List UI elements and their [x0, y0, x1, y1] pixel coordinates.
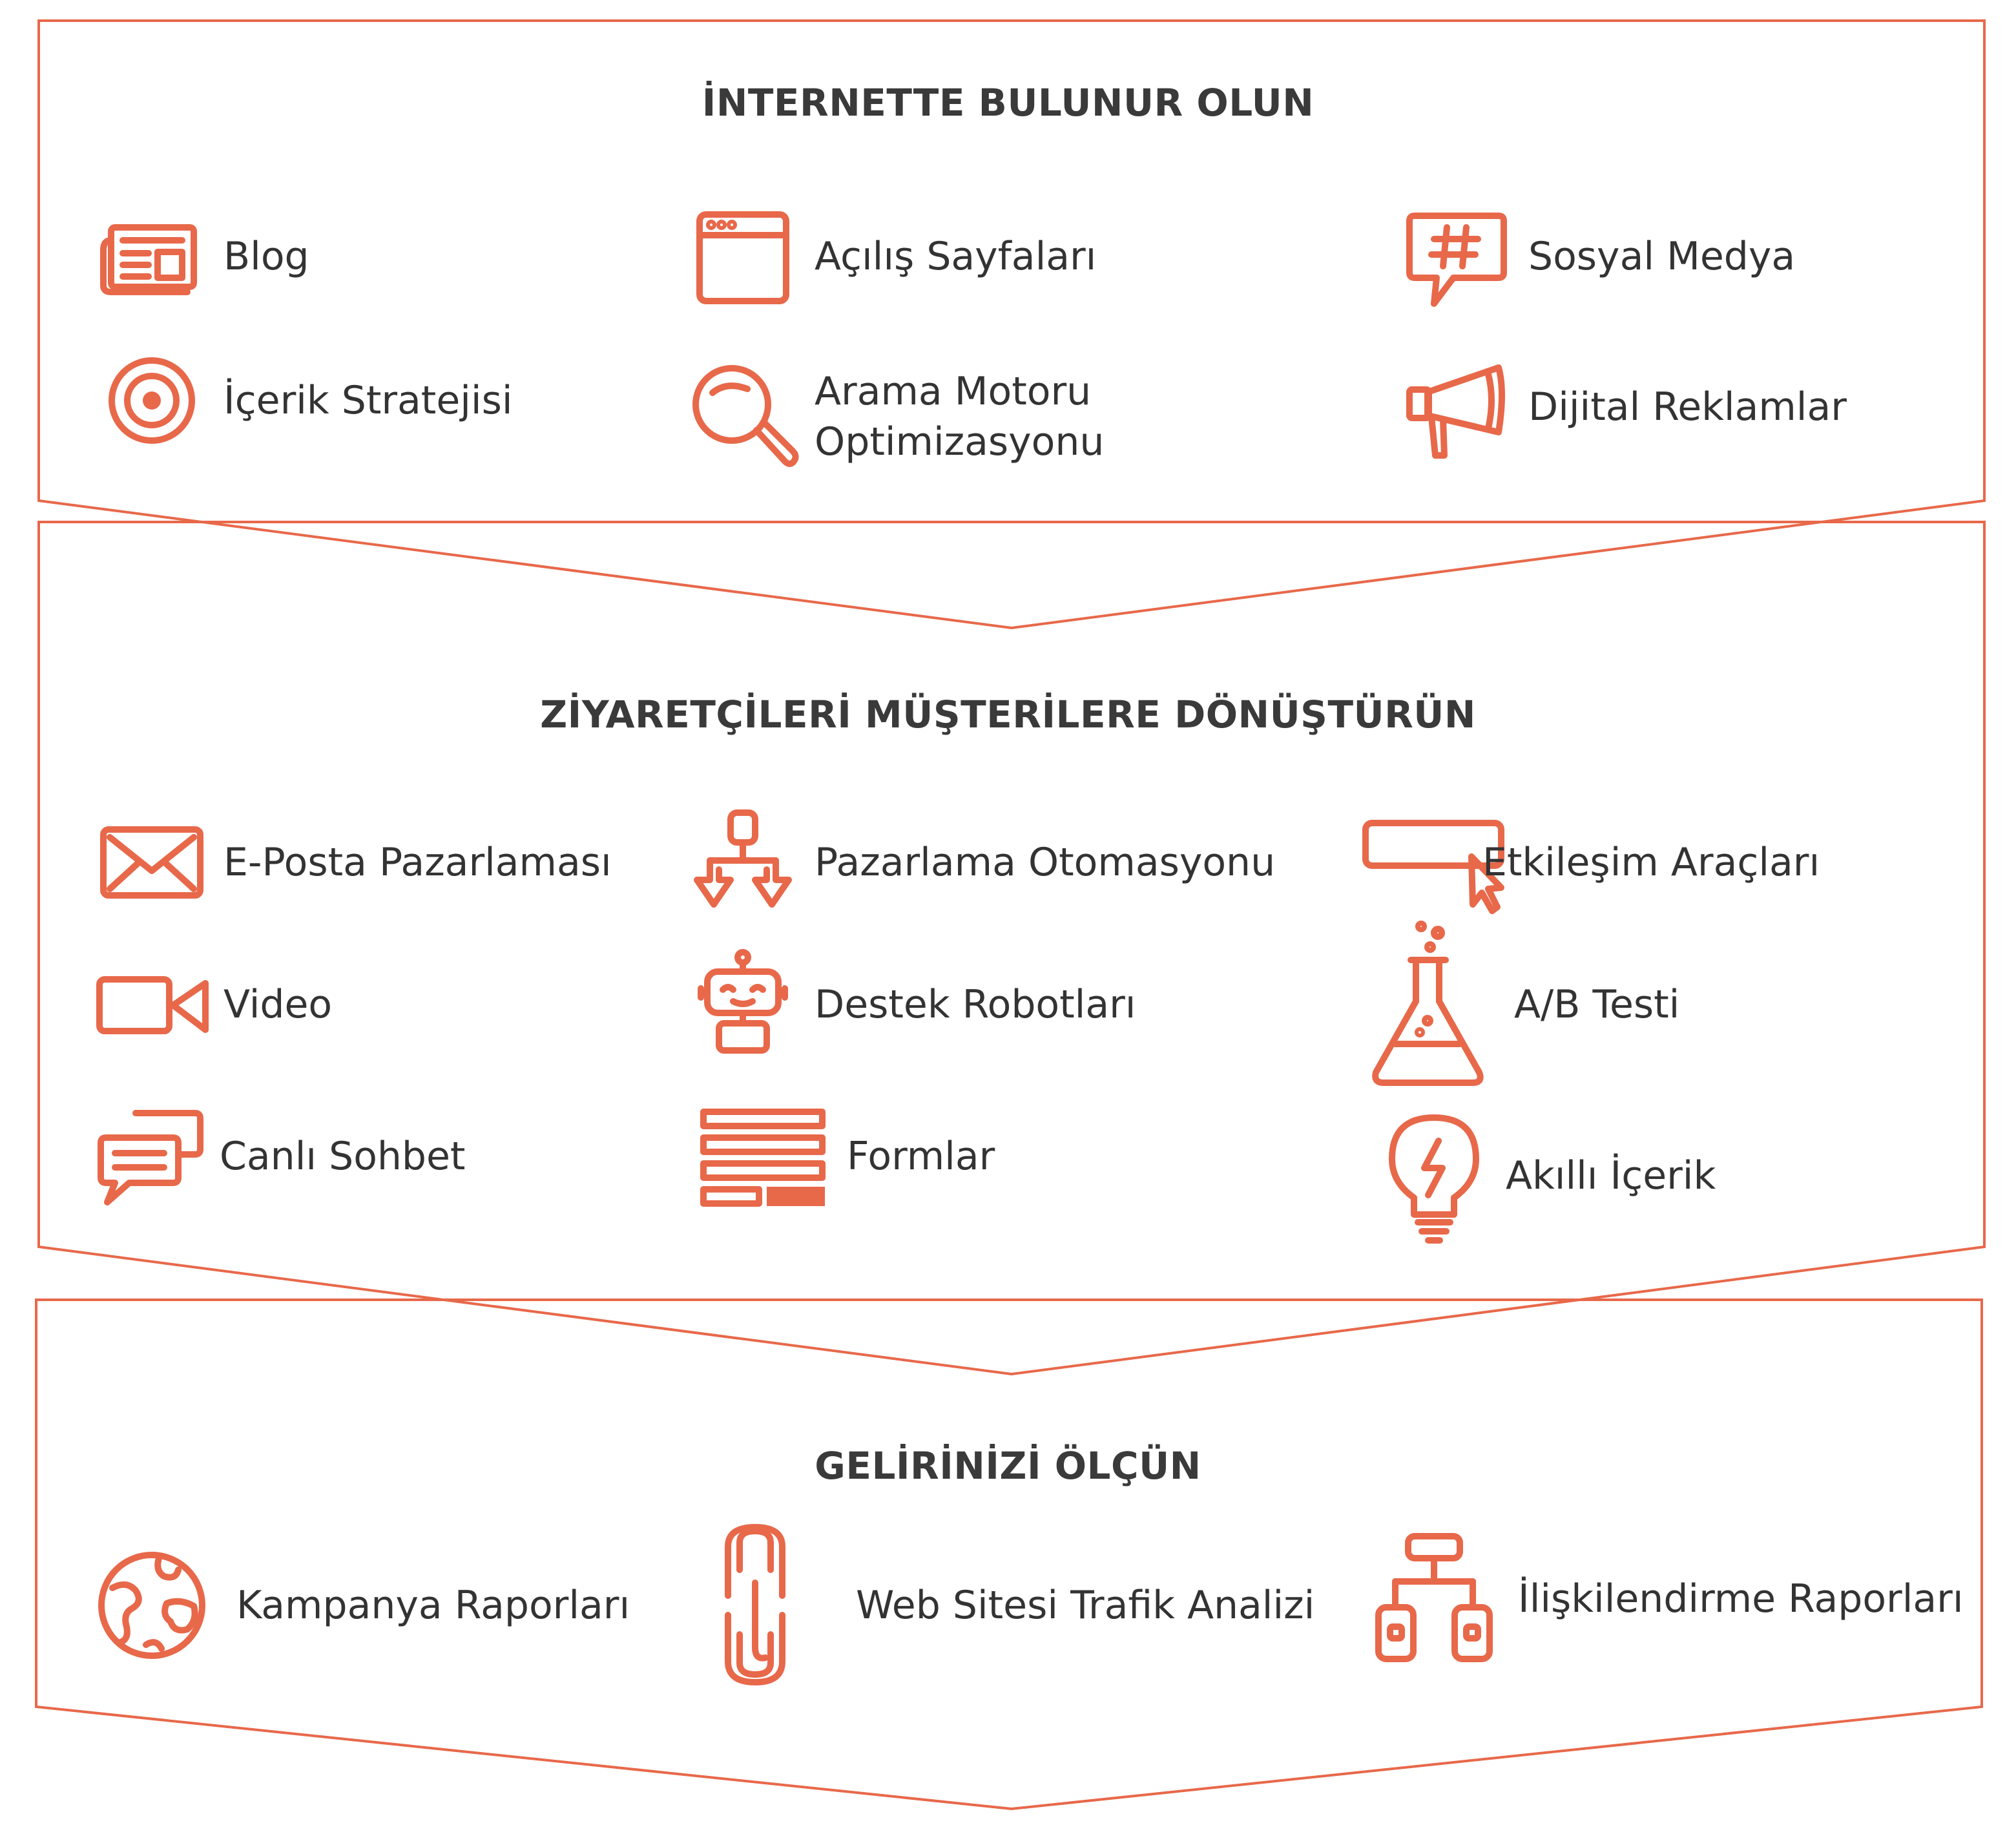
- item-label: Dijital Reklamlar: [1528, 384, 1847, 430]
- hashtag-speech-bubble-icon: [1402, 202, 1512, 311]
- globe-icon: [97, 1550, 207, 1660]
- item-label-multiline: Arama Motoru Optimizasyonu: [815, 366, 1104, 467]
- item-seo: Arama Motoru Optimizasyonu: [688, 362, 1104, 472]
- item-label: Açılış Sayfaları: [815, 234, 1097, 279]
- section-2-title: ZİYARETÇİLERİ MÜŞTERİLERE DÖNÜŞTÜRÜN: [540, 693, 1476, 736]
- item-live-chat: Canlı Sohbet: [97, 1101, 465, 1211]
- item-label: Destek Robotları: [815, 982, 1136, 1027]
- item-engagement-tools: Etkileşim Araçları: [1362, 808, 1820, 917]
- item-label: Pazarlama Otomasyonu: [815, 840, 1276, 885]
- item-web-traffic-analysis: Web Sitesi Trafik Analizi: [714, 1524, 1315, 1686]
- item-content-strategy: İçerik Stratejisi: [97, 346, 513, 455]
- newspaper-icon: [97, 202, 207, 311]
- item-label: Kampanya Raporları: [236, 1583, 630, 1628]
- item-blog: Blog: [97, 202, 309, 311]
- target-icon: [97, 346, 207, 455]
- item-social-media: Sosyal Medya: [1402, 202, 1795, 311]
- item-landing-pages: Açılış Sayfaları: [688, 202, 1096, 311]
- flask-icon: [1369, 917, 1484, 1092]
- section-1-frame: [37, 19, 1986, 630]
- workflow-arrows-icon: [688, 808, 798, 917]
- attribution-tree-icon: [1375, 1531, 1493, 1667]
- lightbulb-icon: [1379, 1105, 1489, 1247]
- item-marketing-automation: Pazarlama Otomasyonu: [688, 808, 1275, 917]
- item-label: E-Posta Pazarlaması: [223, 840, 612, 885]
- item-email-marketing: E-Posta Pazarlaması: [97, 808, 612, 917]
- item-attribution-reports: İlişkilendirme Raporları: [1375, 1531, 1964, 1667]
- form-lines-icon: [694, 1101, 826, 1211]
- magnifying-glass-icon: [688, 362, 799, 472]
- item-label: Video: [223, 982, 333, 1027]
- item-smart-content: Akıllı İçerik: [1379, 1105, 1716, 1247]
- chat-bubbles-icon: [97, 1101, 207, 1211]
- megaphone-icon: [1402, 352, 1512, 462]
- video-camera-icon: [96, 950, 209, 1059]
- item-campaign-reports: Kampanya Raporları: [97, 1550, 630, 1660]
- robot-icon: [688, 949, 798, 1059]
- item-label: Akıllı İçerik: [1506, 1153, 1716, 1198]
- browser-window-icon: [688, 202, 798, 311]
- section-1-title: İNTERNETTE BULUNUR OLUN: [701, 81, 1315, 125]
- item-label: İlişkilendirme Raporları: [1518, 1576, 1964, 1622]
- section-3-title: GELİRİNİZİ ÖLÇÜN: [815, 1444, 1201, 1488]
- item-label: Web Sitesi Trafik Analizi: [856, 1583, 1315, 1628]
- item-label: A/B Testi: [1514, 982, 1680, 1027]
- item-label: Sosyal Medya: [1528, 234, 1796, 279]
- section-2-frame: [37, 521, 1986, 1376]
- item-label: Canlı Sohbet: [220, 1134, 466, 1179]
- item-label: Blog: [223, 234, 309, 279]
- item-label-line: Arama Motoru: [815, 369, 1092, 414]
- button-cursor-icon: [1362, 808, 1504, 917]
- item-label: İçerik Stratejisi: [223, 378, 513, 423]
- item-support-bots: Destek Robotları: [688, 949, 1136, 1059]
- envelope-icon: [97, 808, 207, 917]
- item-label: Etkileşim Araçları: [1482, 840, 1820, 885]
- item-digital-ads: Dijital Reklamlar: [1402, 352, 1847, 462]
- item-ab-test: A/B Testi: [1369, 917, 1679, 1092]
- item-forms: Formlar: [694, 1101, 995, 1211]
- item-video: Video: [96, 950, 333, 1059]
- paperclip-icon: [714, 1524, 798, 1686]
- item-label: Formlar: [847, 1134, 995, 1179]
- section-3-frame: [35, 1298, 1983, 1811]
- item-label-line: Optimizasyonu: [815, 419, 1105, 464]
